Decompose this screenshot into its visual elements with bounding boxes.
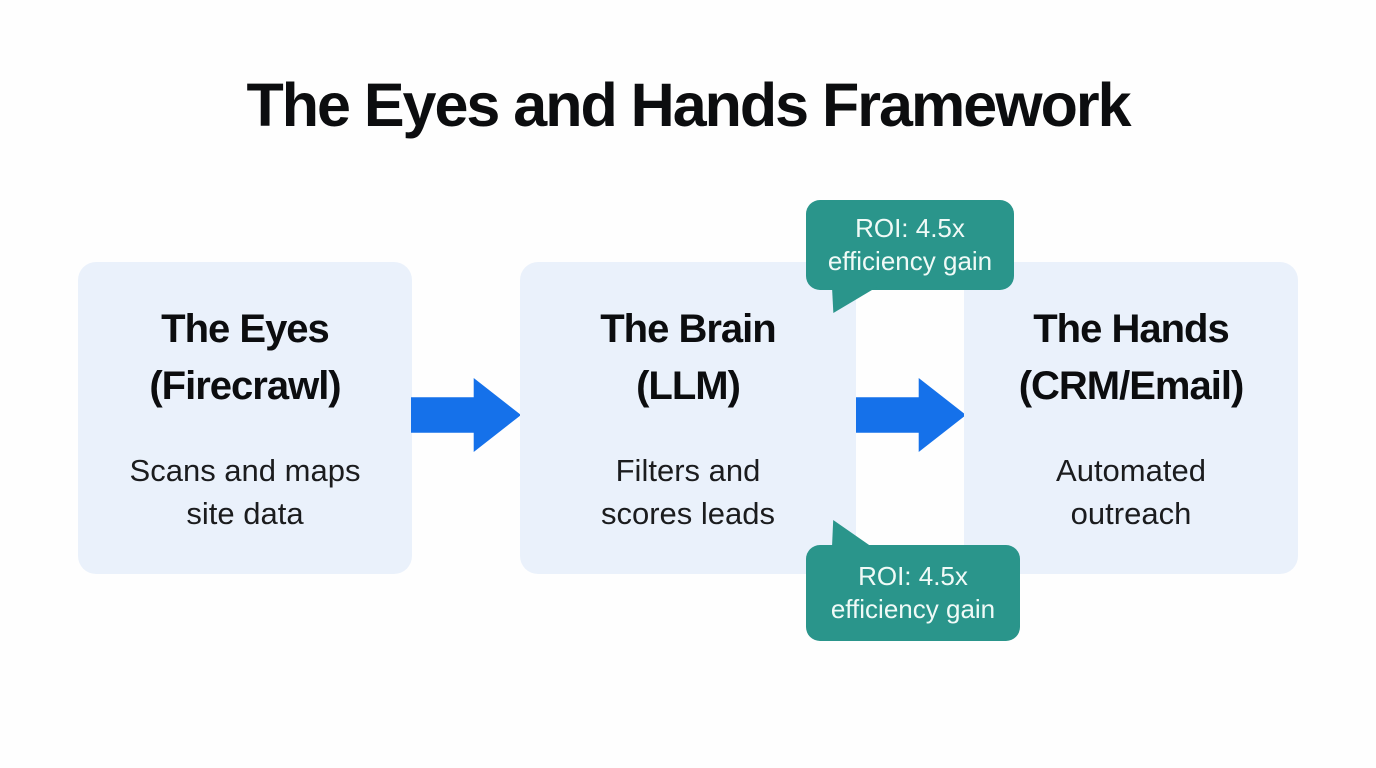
node-hands: The Hands (CRM/Email) Automated outreach [964,262,1298,574]
callout-line: ROI: 4.5x [855,213,965,243]
node-brain: The Brain (LLM) Filters and scores leads [520,262,856,574]
flow-arrow-brain-to-hands [856,378,966,452]
node-heading-line: The Eyes [161,307,330,351]
node-heading-line: The Hands [1033,307,1229,351]
callout-line: efficiency gain [830,594,996,624]
roi-callout-bottom: ROI: 4.5x efficiency gain [806,545,1020,641]
node-body-line: scores leads [600,496,776,531]
callout-line: efficiency gain [827,246,993,276]
node-body-line: Filters and [615,453,761,488]
node-heading-line: (Firecrawl) [149,364,341,408]
node-heading-line: (CRM/Email) [1018,364,1245,408]
node-heading-line: (LLM) [636,364,741,408]
node-brain-description: Filters and scores leads [601,449,775,535]
node-eyes: The Eyes (Firecrawl) Scans and maps site… [78,262,412,574]
node-body-line: Automated [1056,453,1206,488]
callout-line: ROI: 4.5x [858,561,968,591]
page-title: The Eyes and Hands Framework [246,71,1131,139]
flow-arrow-eyes-to-brain [411,378,521,452]
node-body-line: Scans and maps [129,453,361,488]
node-body-line: outreach [1070,496,1192,531]
node-eyes-heading: The Eyes (Firecrawl) [149,301,341,415]
roi-callout-top: ROI: 4.5x efficiency gain [806,200,1014,290]
node-eyes-description: Scans and maps site data [130,449,361,535]
node-heading-line: The Brain [600,307,776,351]
node-body-line: site data [186,496,304,531]
node-brain-heading: The Brain (LLM) [600,301,776,415]
node-hands-heading: The Hands (CRM/Email) [1018,301,1245,415]
node-hands-description: Automated outreach [1056,449,1206,535]
